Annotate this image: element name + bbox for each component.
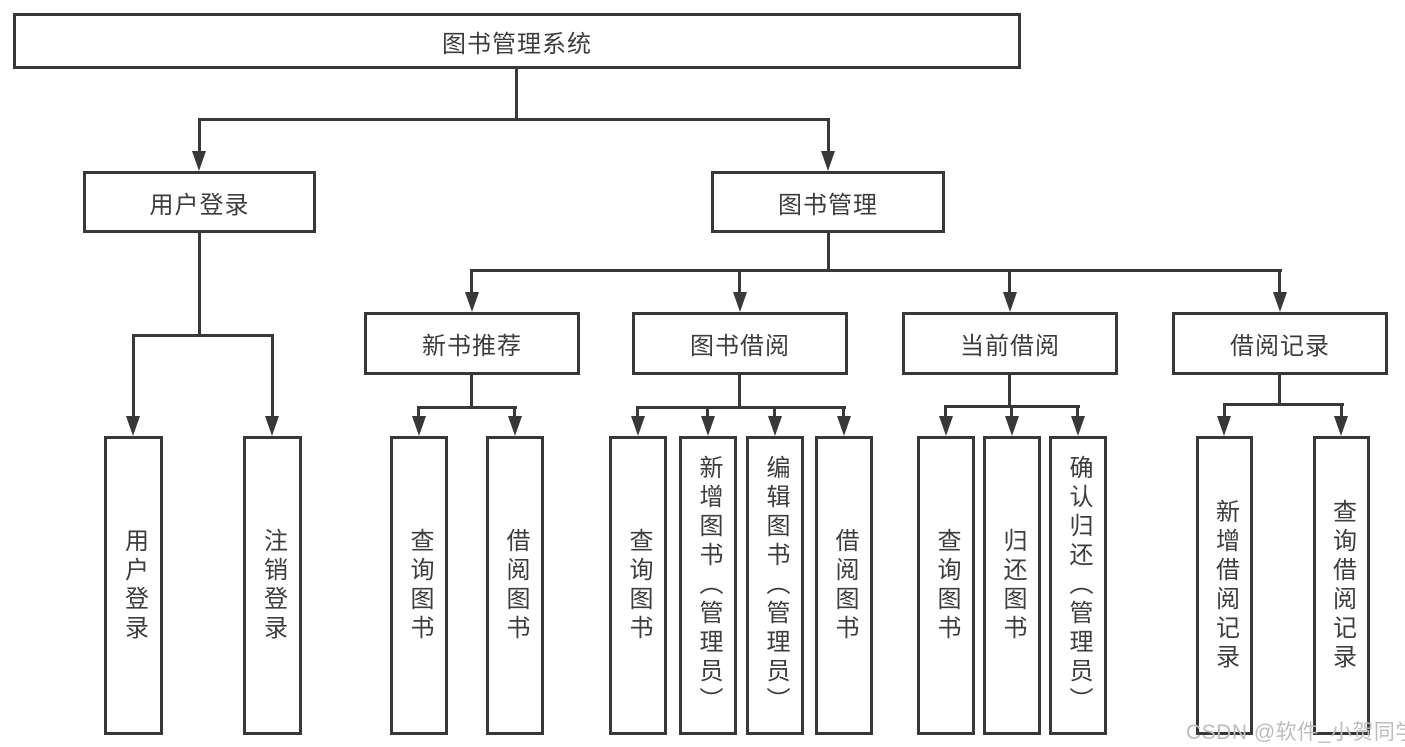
connector-line [198, 233, 201, 337]
node-new-book-recommend: 新书推荐 [364, 312, 580, 375]
csdn-watermark: CSDN @软件_小贺同学 [1186, 721, 1405, 744]
node-borrow-record: 借阅记录 [1172, 312, 1388, 375]
leaf-borrow-query-book: 查询图书 [609, 436, 667, 735]
arrowhead [412, 416, 426, 436]
node-root-system: 图书管理系统 [13, 13, 1021, 69]
connector-line [944, 405, 947, 422]
connector-line [1008, 269, 1011, 298]
connector-line [132, 334, 135, 422]
arrowhead [939, 416, 953, 436]
connector-line [198, 118, 830, 121]
connector-line [1278, 375, 1281, 406]
connector-line [271, 334, 274, 422]
arrowhead [1005, 416, 1019, 436]
arrowhead [192, 151, 206, 171]
leaf-record-query-record: 查询借阅记录 [1313, 436, 1370, 735]
arrowhead [1071, 416, 1085, 436]
connector-line [636, 406, 639, 422]
leaf-logout: 注销登录 [243, 436, 302, 735]
node-current-borrow: 当前借阅 [902, 312, 1118, 375]
arrowhead [126, 416, 140, 436]
connector-line [470, 269, 1282, 272]
leaf-rec-query-book: 查询图书 [390, 436, 448, 735]
arrowhead [837, 416, 851, 436]
arrowhead [1273, 292, 1287, 312]
node-book-management: 图书管理 [711, 171, 945, 233]
connector-line [773, 406, 776, 422]
connector-line [842, 406, 845, 422]
connector-line [1076, 405, 1079, 422]
connector-line [1340, 403, 1343, 422]
connector-line [738, 269, 741, 298]
connector-line [1010, 405, 1013, 422]
connector-line [1278, 269, 1281, 298]
leaf-borrow-edit-book-admin: 编辑图书（管理员） [746, 436, 804, 735]
connector-line [706, 406, 709, 422]
arrowhead [733, 292, 747, 312]
arrowhead [631, 416, 645, 436]
connector-line [1008, 375, 1011, 408]
leaf-borrow-add-book-admin: 新增图书（管理员） [679, 436, 737, 735]
connector-line [417, 406, 517, 409]
connector-line [132, 334, 274, 337]
connector-line [827, 118, 830, 156]
leaf-rec-borrow-book: 借阅图书 [486, 436, 544, 735]
arrowhead [821, 151, 835, 171]
leaf-record-add-record: 新增借阅记录 [1196, 436, 1253, 735]
leaf-current-confirm-return-admin: 确认归还（管理员） [1049, 436, 1107, 735]
connector-line [636, 406, 846, 409]
connector-line [515, 69, 518, 120]
connector-line [1223, 403, 1226, 422]
arrowhead [1217, 416, 1231, 436]
connector-line [1223, 403, 1344, 406]
connector-line [198, 118, 201, 156]
arrowhead [701, 416, 715, 436]
node-book-borrow: 图书借阅 [632, 312, 848, 375]
connector-line [513, 406, 516, 422]
arrowhead [768, 416, 782, 436]
connector-line [827, 233, 830, 272]
arrowhead [265, 416, 279, 436]
connector-line [470, 375, 473, 409]
arrowhead [1003, 292, 1017, 312]
leaf-current-return-book: 归还图书 [983, 436, 1041, 735]
connector-line [470, 269, 473, 298]
arrowhead [1334, 416, 1348, 436]
node-user-login: 用户登录 [83, 171, 316, 233]
leaf-user-login: 用户登录 [104, 436, 163, 735]
arrowhead [465, 292, 479, 312]
arrowhead [508, 416, 522, 436]
leaf-borrow-borrow-book: 借阅图书 [815, 436, 873, 735]
connector-line [738, 375, 741, 409]
connector-line [417, 406, 420, 422]
leaf-current-query-book: 查询图书 [917, 436, 975, 735]
